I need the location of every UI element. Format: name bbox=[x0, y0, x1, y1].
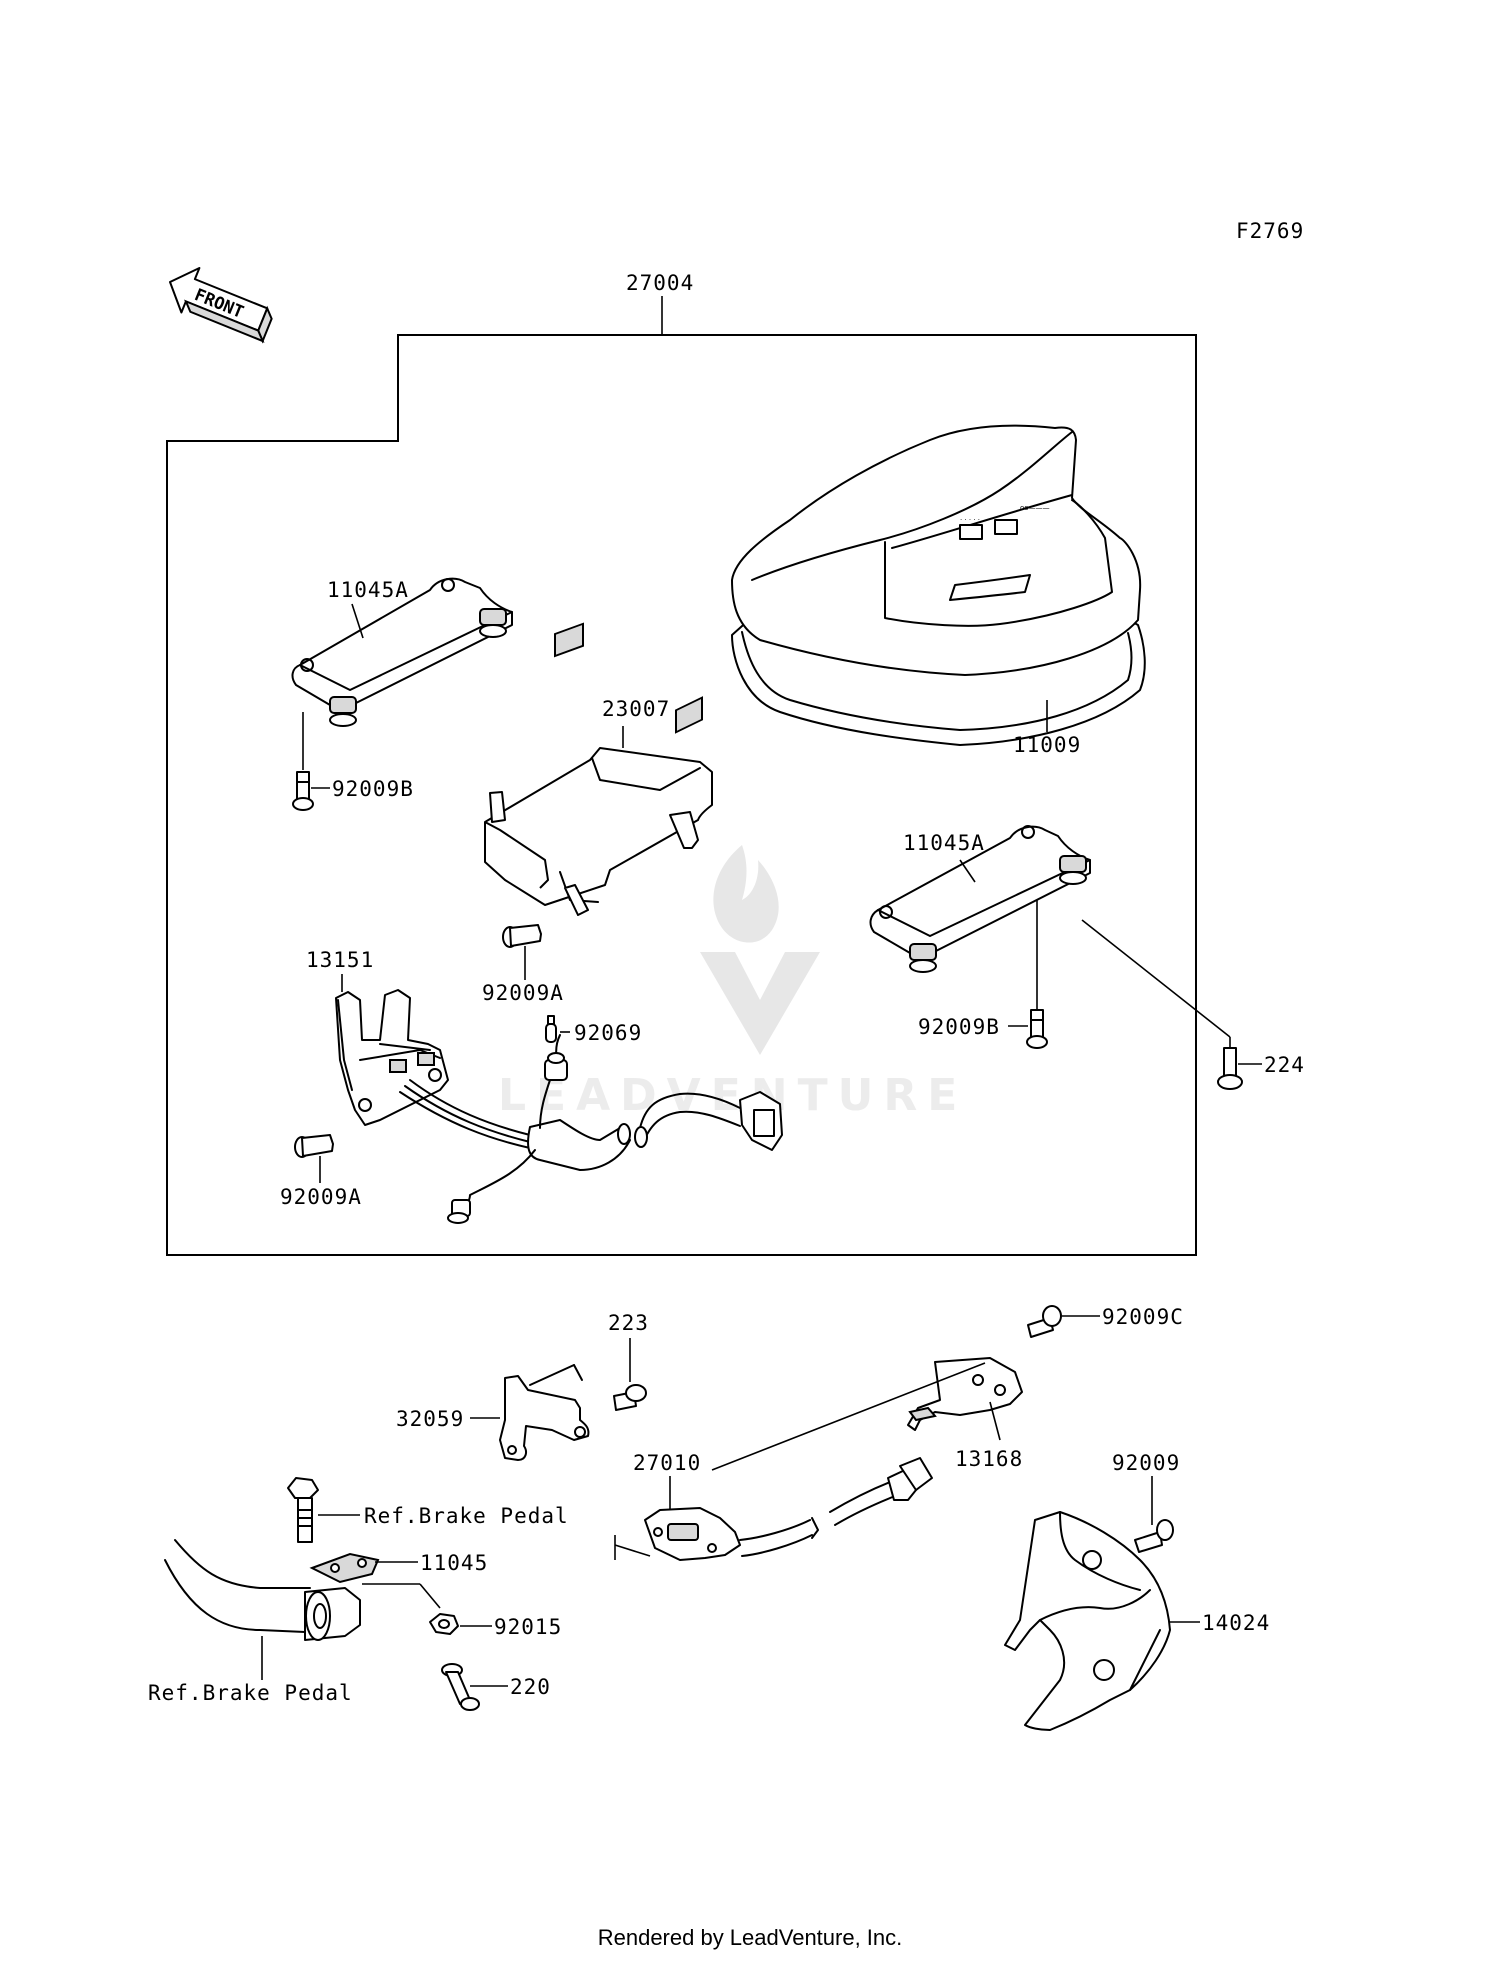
part-92009-bolt bbox=[1134, 1519, 1174, 1553]
part-label-27004: 27004 bbox=[626, 271, 694, 295]
footer-credit: Rendered by LeadVenture, Inc. bbox=[597, 1925, 903, 1950]
part-label-23007: 23007 bbox=[602, 697, 670, 721]
part-label-224: 224 bbox=[1264, 1053, 1305, 1077]
part-label-11009: 11009 bbox=[1013, 733, 1081, 757]
part-92009A-mid-bolt bbox=[502, 924, 542, 948]
part-92009C-bolt bbox=[1027, 1305, 1062, 1338]
part-92069-bulb bbox=[545, 1015, 557, 1043]
part-11045-plate bbox=[309, 1552, 380, 1584]
part-label-27010: 27010 bbox=[633, 1451, 701, 1475]
part-label-14024: 14024 bbox=[1202, 1611, 1270, 1635]
part-23007-bracket bbox=[484, 622, 713, 916]
part-92009B-top-bolt bbox=[292, 771, 314, 811]
kit-frame-27004 bbox=[166, 296, 1197, 1256]
part-92015-nut bbox=[429, 1613, 459, 1635]
ref-brake-pedal-bolt bbox=[287, 1477, 319, 1543]
watermark-logo: LEADVENTURE bbox=[498, 845, 967, 1121]
part-label-92015: 92015 bbox=[494, 1615, 562, 1639]
ref-brake-pedal-label-2: Ref.Brake Pedal bbox=[148, 1681, 353, 1705]
part-label-11045: 11045 bbox=[420, 1551, 488, 1575]
part-label-92069: 92069 bbox=[574, 1021, 642, 1045]
part-label-92009A-mid: 92009A bbox=[482, 981, 564, 1005]
part-92009A-low-bolt bbox=[294, 1134, 334, 1158]
part-11045A-top-bracket bbox=[291, 577, 513, 727]
part-label-13168: 13168 bbox=[955, 1447, 1023, 1471]
svg-text:· · · · ·: · · · · · bbox=[960, 516, 980, 524]
part-label-92009B-mid: 92009B bbox=[918, 1015, 1000, 1039]
part-92009B-mid-bolt bbox=[1026, 1009, 1048, 1049]
part-224-bolt bbox=[1217, 1047, 1243, 1090]
part-label-223: 223 bbox=[608, 1311, 649, 1335]
diagram-code: F2769 bbox=[1236, 219, 1304, 243]
part-label-13151: 13151 bbox=[306, 948, 374, 972]
part-14024-cover bbox=[1004, 1511, 1171, 1731]
part-label-220: 220 bbox=[510, 1675, 551, 1699]
front-arrow-icon: FRONT bbox=[169, 266, 273, 344]
part-label-92009: 92009 bbox=[1112, 1451, 1180, 1475]
part-223-bolt bbox=[613, 1384, 647, 1411]
ref-brake-pedal-label-1: Ref.Brake Pedal bbox=[364, 1504, 569, 1528]
part-27010-switch-assembly bbox=[644, 1457, 933, 1561]
part-11009-meter-cover: · · · · · oo——— bbox=[731, 424, 1146, 746]
part-label-92009A-low: 92009A bbox=[280, 1185, 362, 1209]
part-label-11045A-mid: 11045A bbox=[903, 831, 985, 855]
part-13168-bracket bbox=[907, 1357, 1023, 1431]
part-label-32059: 32059 bbox=[396, 1407, 464, 1431]
ref-brake-pedal-arm bbox=[164, 1539, 361, 1641]
part-label-92009C: 92009C bbox=[1102, 1305, 1184, 1329]
part-label-92009B-top: 92009B bbox=[332, 777, 414, 801]
part-32059-bracket bbox=[499, 1364, 590, 1461]
part-220-bolt bbox=[441, 1663, 480, 1711]
part-label-11045A-top: 11045A bbox=[327, 578, 409, 602]
watermark-text: LEADVENTURE bbox=[498, 1070, 967, 1121]
part-11045A-mid-bracket bbox=[869, 825, 1091, 973]
part-13151-switch-harness bbox=[335, 989, 783, 1224]
svg-text:oo———: oo——— bbox=[1020, 504, 1050, 512]
